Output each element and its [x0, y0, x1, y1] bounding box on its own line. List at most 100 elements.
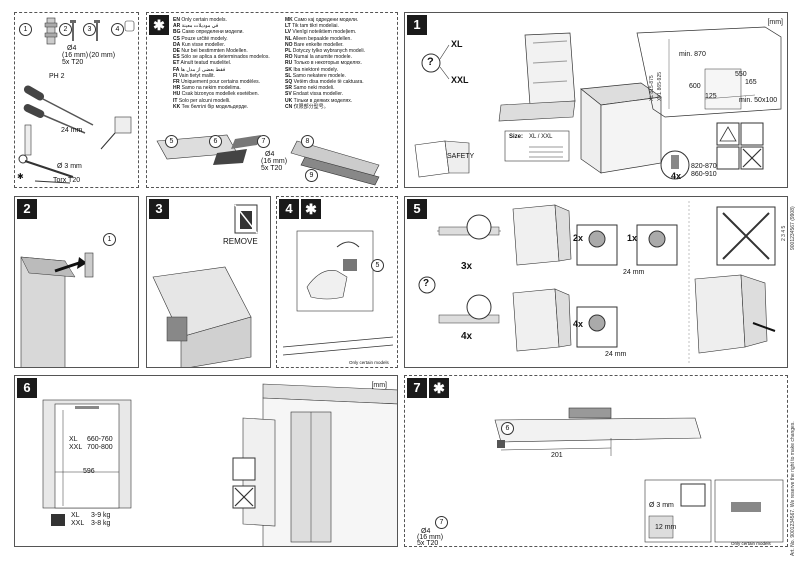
language-text: Alleen bepaalde modellen. — [292, 35, 352, 42]
language-text: Само определени модели. — [181, 29, 244, 36]
lang-screw-sub: (16 mm) — [261, 158, 288, 165]
step-5-badge: 5 — [407, 199, 427, 219]
weight-xxl-value: 3-8 kg — [91, 520, 111, 527]
size-xl-label: XL — [451, 39, 463, 49]
screwdriver-label: PH 2 — [49, 73, 65, 80]
language-row: AR في موديلات معينة — [173, 23, 270, 29]
language-row: SL Samo nekatere modele. — [285, 73, 365, 79]
step-1-unit: [mm] — [767, 19, 783, 26]
language-text: في موديلات معينة — [181, 23, 219, 30]
step-4-note: Only certain models — [349, 360, 389, 365]
language-row: DE Nur bei bestimmten Modellen. — [173, 48, 270, 54]
step-7-callout-6: 6 — [501, 422, 514, 435]
weight-xxl-label: XXL — [71, 520, 85, 527]
language-text: Само кај одредени модели. — [294, 17, 359, 23]
language-code: LV — [285, 29, 292, 36]
step-6-illustration — [42, 383, 397, 546]
language-row: HR Samo na nekim modelima. — [173, 85, 270, 91]
step-1-illustration — [414, 26, 782, 180]
language-code: HU — [173, 91, 181, 98]
language-row: ET Ainult teatud mudelitel. — [173, 60, 270, 66]
side-codes: 2 3 4 5 — [781, 226, 787, 241]
language-row: LT Tik tam tikri modeliai. — [285, 23, 365, 29]
size-xxl-label: XXL — [451, 75, 469, 85]
legal-text: Art. No. 9001234567. We reserve the righ… — [790, 421, 796, 556]
language-row: FI Vain tietyt mallit. — [173, 73, 270, 79]
language-text: Kun visse modeller. — [181, 41, 225, 48]
dim-125: 125 — [705, 93, 717, 100]
language-code: CS — [173, 35, 180, 42]
language-text: Only certain models. — [181, 17, 227, 23]
language-row: HU Csak bizonyos modellek esetében. — [173, 91, 270, 97]
parts-illustration — [18, 17, 135, 184]
step-5-illustration — [418, 201, 776, 365]
step-4-panel: 4 ✱ 5 Only certain models — [276, 196, 398, 368]
language-row: CS Pouze určité modely. — [173, 36, 270, 42]
language-row: DA Kun visse modeller. — [173, 42, 270, 48]
language-text: Endast vissa modeller. — [293, 91, 344, 98]
step-2-badge: 2 — [17, 199, 37, 219]
language-row: SV Endast vissa modeller. — [285, 91, 365, 97]
language-text: Uniquement pour certains modèles. — [181, 79, 260, 86]
count-4x-b: 4x — [573, 319, 584, 329]
range-xl: 820-870 — [691, 163, 717, 170]
language-code: AR — [173, 23, 181, 30]
language-code: IT — [173, 97, 178, 104]
dim-xl: XL 815-875 — [649, 75, 655, 101]
step-7-note: Only certain models — [731, 541, 771, 546]
step-1-count: 4x — [671, 171, 682, 181]
language-text: Nur bei bestimmten Modellen. — [181, 48, 248, 55]
parts-panel: 1 2 3 4 Ø4 (16 mm) 5x T20 (20 mm) PH 2 2… — [14, 12, 139, 188]
drill-depth: 12 mm — [655, 524, 677, 531]
size-box-label: Size: — [509, 134, 524, 140]
step-4-illustration — [282, 230, 394, 356]
language-text: Iba niektoré modely. — [293, 66, 338, 73]
language-text: Dotyczy tylko wybranych modeli. — [292, 48, 366, 55]
language-text: Csak bizonyos modellek esetében. — [181, 91, 259, 98]
torx-label: Torx T20 — [53, 177, 81, 184]
doc-number: 9001234567 (9908) — [790, 206, 796, 250]
part-callout-2: 2 — [59, 23, 72, 36]
language-text: Тільки в деяких моделях. — [293, 97, 353, 104]
range-xxl: 860-910 — [691, 171, 717, 178]
language-row: EN Only certain models. — [173, 17, 270, 23]
language-code: HR — [173, 85, 181, 92]
side-code-2: 3 — [781, 234, 787, 237]
language-code: FI — [173, 72, 178, 79]
side-code-3: 4 — [781, 229, 787, 233]
lang-callout-8: 8 — [301, 135, 314, 148]
step-7-panel: 7 ✱ 6 201 Ø 3 mm 12 mm 7 Ø4 (16 mm) 5x T… — [404, 375, 788, 547]
language-text: 仅限部分型号。 — [293, 103, 329, 110]
language-row: PL Dotyczy tylko wybranych modeli. — [285, 48, 365, 54]
lang-callout-6: 6 — [209, 135, 222, 148]
language-code: DE — [173, 48, 180, 55]
language-code: MK — [285, 17, 293, 23]
lang-screw-label: Ø4 — [265, 151, 275, 158]
language-code: CN — [285, 103, 293, 110]
screw-size-label: Ø4 — [67, 45, 77, 52]
weight-xl-value: 3-9 kg — [91, 512, 111, 519]
dim-min-50x100: min. 50x100 — [739, 97, 778, 104]
language-code: SR — [285, 85, 292, 92]
lang-callout-5: 5 — [165, 135, 178, 148]
count-1x: 1x — [627, 233, 638, 243]
screw-code-1: 5x T20 — [62, 59, 84, 66]
step-7-screw-sub: (16 mm) — [417, 534, 444, 541]
star-badge: ✱ — [149, 15, 169, 35]
wrench-24-a: 24 mm — [623, 269, 645, 276]
step-6-badge: 6 — [17, 378, 37, 398]
language-row: RU Только в некоторых моделях. — [285, 60, 365, 66]
drill-size: Ø 3 mm — [649, 502, 674, 509]
step-4-callout: 5 — [371, 259, 384, 272]
language-code: RO — [285, 54, 293, 61]
dim-600: 600 — [689, 83, 701, 90]
step-2-callout: 1 — [103, 233, 116, 246]
weight-xl-label: XL — [71, 512, 80, 519]
language-row: ES Sólo se aplica a determinados modelos… — [173, 54, 270, 60]
language-code: SQ — [285, 79, 293, 86]
language-text: فقط بعضی از مدل ها — [180, 66, 226, 73]
language-text: Только в некоторых моделях. — [293, 60, 362, 67]
step-7-illustration — [494, 407, 784, 543]
step-4-star: ✱ — [301, 199, 321, 219]
language-text: Ainult teatud mudelitel. — [180, 60, 232, 67]
